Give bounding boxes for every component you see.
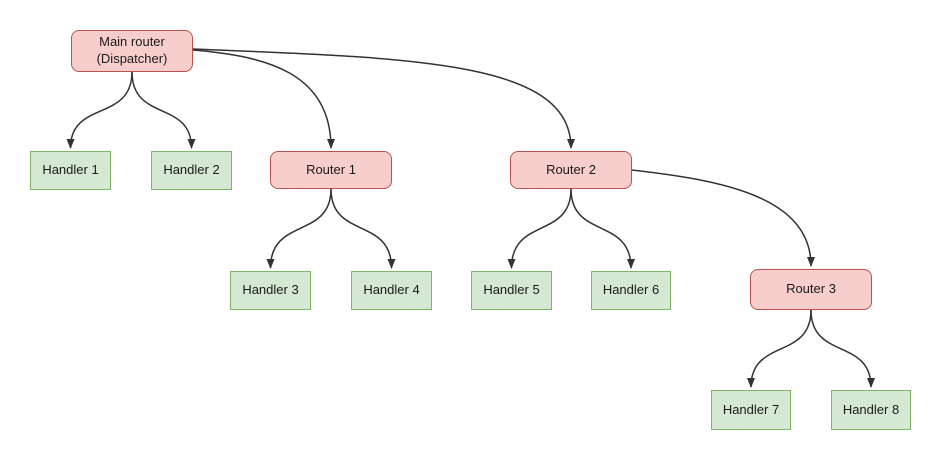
node-handler-5: Handler 5: [471, 271, 552, 310]
node-handler-4: Handler 4: [351, 271, 432, 310]
node-handler-8: Handler 8: [831, 390, 911, 430]
edge-main-router-to-router-1: [192, 49, 335, 149]
edge-router-1-to-handler-3: [266, 188, 332, 269]
node-handler-6: Handler 6: [591, 271, 671, 310]
edge-router-2-to-router-3: [631, 169, 815, 267]
edge-router-2-to-handler-5: [507, 188, 572, 269]
node-handler-1: Handler 1: [30, 151, 111, 190]
node-handler-7: Handler 7: [711, 390, 791, 430]
node-router-2: Router 2: [510, 151, 632, 189]
node-handler-3: Handler 3: [230, 271, 311, 310]
edge-router-3-to-handler-8: [810, 309, 875, 388]
node-router-1: Router 1: [270, 151, 392, 189]
edge-router-1-to-handler-4: [330, 188, 396, 269]
edge-router-3-to-handler-7: [747, 309, 812, 388]
edge-main-router-to-router-2: [192, 48, 575, 149]
edge-main-router-to-handler-2: [131, 71, 196, 149]
edge-router-2-to-handler-6: [570, 188, 635, 269]
node-main-router: Main router (Dispatcher): [71, 30, 193, 72]
edge-main-router-to-handler-1: [66, 71, 133, 149]
node-handler-2: Handler 2: [151, 151, 232, 190]
node-router-3: Router 3: [750, 269, 872, 310]
